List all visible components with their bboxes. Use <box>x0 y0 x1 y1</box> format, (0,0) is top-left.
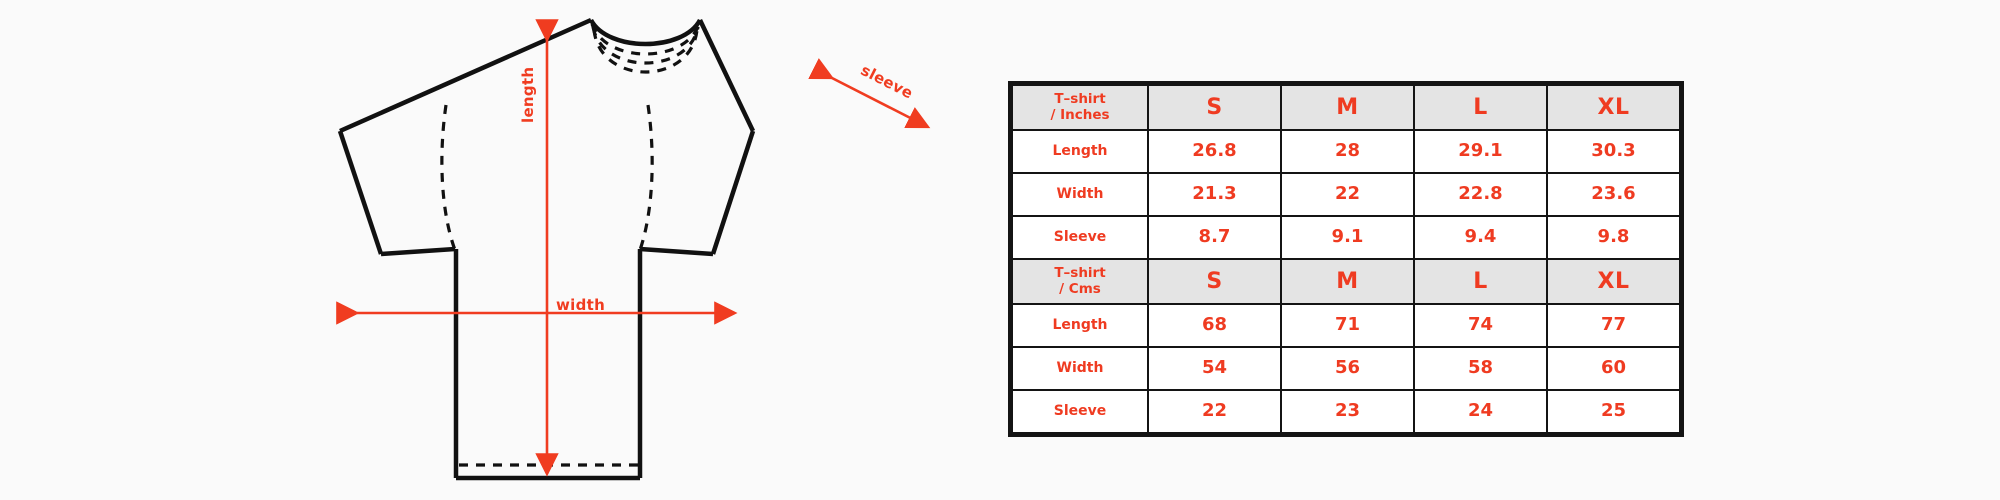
table-row: Length 68 71 74 77 <box>1011 303 1681 348</box>
table-row: Sleeve 8.7 9.1 9.4 9.8 <box>1011 215 1681 260</box>
cell-length-l-cms: 74 <box>1413 303 1548 348</box>
right-sleeve-seam-dashed <box>638 104 654 251</box>
cell-sleeve-xl-inches: 9.8 <box>1546 215 1681 260</box>
right-sleeve-hem <box>639 246 714 257</box>
unit-header-inches: T–shirt / Inches <box>1011 84 1149 131</box>
cell-width-xl-inches: 23.6 <box>1546 172 1681 217</box>
t-shirt-body-outline <box>337 17 756 481</box>
cell-length-xl-inches: 30.3 <box>1546 129 1681 174</box>
table-row: Length 26.8 28 29.1 30.3 <box>1011 129 1681 174</box>
table-header-row-cms: T–shirt / Cms S M L XL <box>1011 258 1681 305</box>
cell-length-s-inches: 26.8 <box>1147 129 1282 174</box>
left-sleeve-hem <box>380 246 456 257</box>
cell-sleeve-l-inches: 9.4 <box>1413 215 1548 260</box>
cell-width-xl-cms: 60 <box>1546 346 1681 391</box>
table-row: Width 21.3 22 22.8 23.6 <box>1011 172 1681 217</box>
right-sleeve-outer-edge <box>710 130 756 255</box>
unit-header-line-2: / Cms <box>1059 280 1101 297</box>
collar-dashed-2 <box>591 26 700 65</box>
size-header-xl-inches: XL <box>1546 84 1681 131</box>
size-header-xl-cms: XL <box>1546 258 1681 305</box>
cell-width-m-inches: 22 <box>1280 172 1415 217</box>
unit-header-line-2: / Inches <box>1050 106 1110 123</box>
left-sleeve-seam-dashed <box>440 104 457 251</box>
size-header-l-inches: L <box>1413 84 1548 131</box>
dimension-arrows <box>336 19 931 477</box>
table-row: Sleeve 22 23 24 25 <box>1011 389 1681 434</box>
unit-header-line-1: T–shirt <box>1054 264 1106 281</box>
width-dimension-label: width <box>556 296 606 314</box>
row-label-length-inches: Length <box>1011 129 1149 174</box>
cell-sleeve-l-cms: 24 <box>1413 389 1548 434</box>
row-label-width-cms: Width <box>1011 346 1149 391</box>
neck-opening-curve <box>589 18 702 47</box>
row-label-sleeve-cms: Sleeve <box>1011 389 1149 434</box>
left-sleeve-outer-edge <box>337 130 384 255</box>
cell-length-s-cms: 68 <box>1147 303 1282 348</box>
right-shoulder-line <box>697 19 756 132</box>
size-header-s-inches: S <box>1147 84 1282 131</box>
cell-sleeve-m-cms: 23 <box>1280 389 1415 434</box>
cell-length-l-inches: 29.1 <box>1413 129 1548 174</box>
cell-width-s-cms: 54 <box>1147 346 1282 391</box>
collar-dashed-3 <box>592 29 699 74</box>
row-label-sleeve-inches: Sleeve <box>1011 215 1149 260</box>
t-shirt-stitch-detail <box>440 23 701 467</box>
cell-width-s-inches: 21.3 <box>1147 172 1282 217</box>
t-shirt-outline-svg <box>336 17 931 481</box>
cell-width-l-inches: 22.8 <box>1413 172 1548 217</box>
cell-length-xl-cms: 77 <box>1546 303 1681 348</box>
t-shirt-measurement-diagram: length width sleeve <box>336 17 931 481</box>
row-label-length-cms: Length <box>1011 303 1149 348</box>
cell-sleeve-s-cms: 22 <box>1147 389 1282 434</box>
cell-sleeve-m-inches: 9.1 <box>1280 215 1415 260</box>
cell-width-l-cms: 58 <box>1413 346 1548 391</box>
size-header-m-cms: M <box>1280 258 1415 305</box>
unit-header-cms: T–shirt / Cms <box>1011 258 1149 305</box>
unit-header-line-1: T–shirt <box>1054 90 1106 107</box>
left-shoulder-line <box>339 17 592 134</box>
cell-sleeve-s-inches: 8.7 <box>1147 215 1282 260</box>
size-header-s-cms: S <box>1147 258 1282 305</box>
table-row: Width 54 56 58 60 <box>1011 346 1681 391</box>
left-underarm-step <box>455 196 456 249</box>
sleeve-arrow <box>808 58 931 129</box>
cell-length-m-inches: 28 <box>1280 129 1415 174</box>
cell-length-m-cms: 71 <box>1280 303 1415 348</box>
size-chart-table: T–shirt / Inches S M L XL Length 26.8 28… <box>1011 84 1681 434</box>
table-header-row-inches: T–shirt / Inches S M L XL <box>1011 84 1681 131</box>
size-chart-table-container: T–shirt / Inches S M L XL Length 26.8 28… <box>1008 81 1684 437</box>
cell-width-m-cms: 56 <box>1280 346 1415 391</box>
row-label-width-inches: Width <box>1011 172 1149 217</box>
cell-sleeve-xl-cms: 25 <box>1546 389 1681 434</box>
size-header-l-cms: L <box>1413 258 1548 305</box>
length-dimension-label: length <box>519 66 537 123</box>
size-header-m-inches: M <box>1280 84 1415 131</box>
